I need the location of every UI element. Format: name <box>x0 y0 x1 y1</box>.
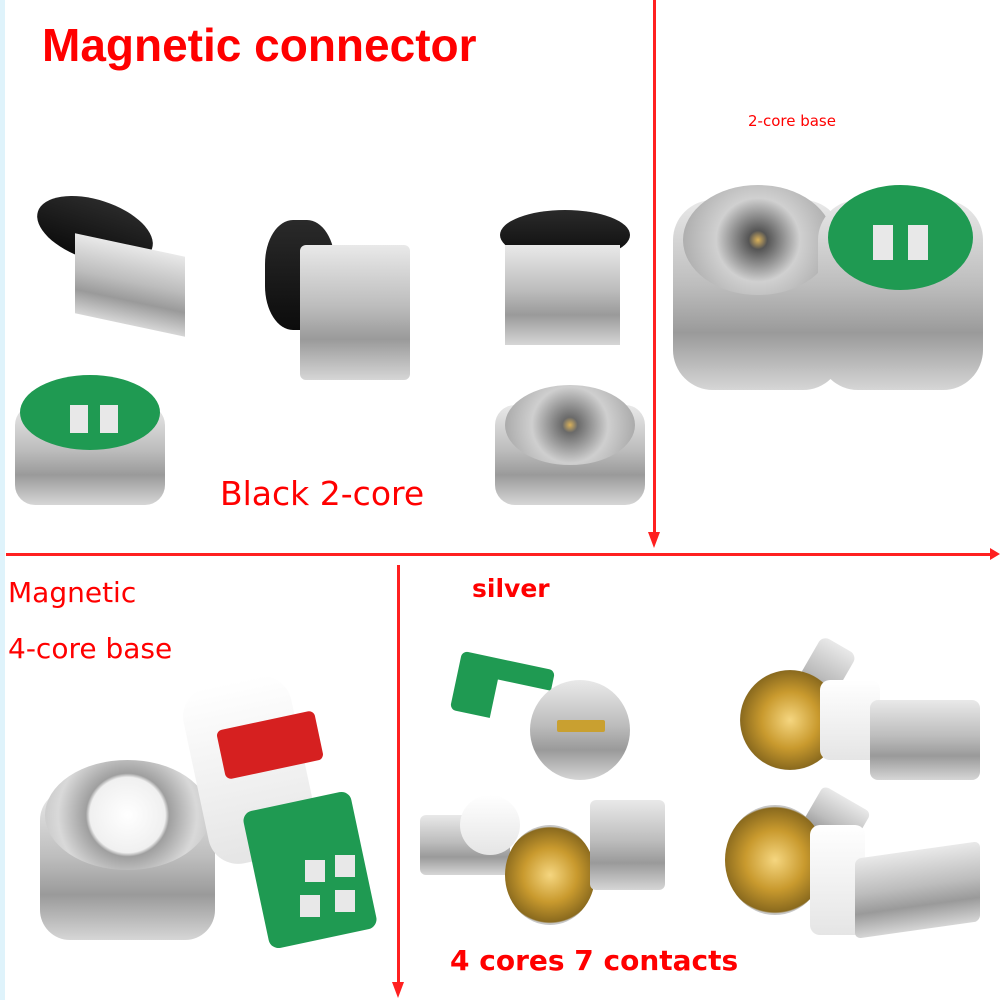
label-magnetic: Magnetic <box>8 576 137 609</box>
silver-lightning-tip <box>420 795 670 935</box>
2-core-base-pair <box>668 180 988 390</box>
4-core-base-pcb <box>175 650 390 950</box>
vertical-divider-bottom <box>397 565 400 985</box>
black-usb-c-tip <box>245 200 415 380</box>
horizontal-divider <box>6 553 991 556</box>
silver-usb-c-tip <box>740 635 980 790</box>
black-lightning-tip <box>490 200 640 350</box>
2-core-base-pin <box>495 385 645 505</box>
label-black-2-core: Black 2-core <box>220 474 425 513</box>
vertical-divider-top <box>653 0 656 535</box>
left-edge-strip <box>0 0 5 1000</box>
black-micro-usb-tip <box>15 182 195 337</box>
page-title: Magnetic connector <box>42 19 477 71</box>
4-core-ring <box>40 760 215 945</box>
2-core-base-pcb <box>15 375 165 510</box>
arrow-down-icon <box>392 982 404 998</box>
label-4-core-base: 4-core base <box>8 632 173 665</box>
arrow-down-icon <box>648 532 660 548</box>
label-2-core-base: 2-core base <box>748 112 836 130</box>
silver-micro-usb-tip <box>725 785 985 945</box>
label-4-cores-7-contacts: 4 cores 7 contacts <box>450 944 739 977</box>
arrow-right-icon <box>990 548 1000 560</box>
silver-pcb-base <box>449 650 630 780</box>
label-silver: silver <box>472 574 550 603</box>
